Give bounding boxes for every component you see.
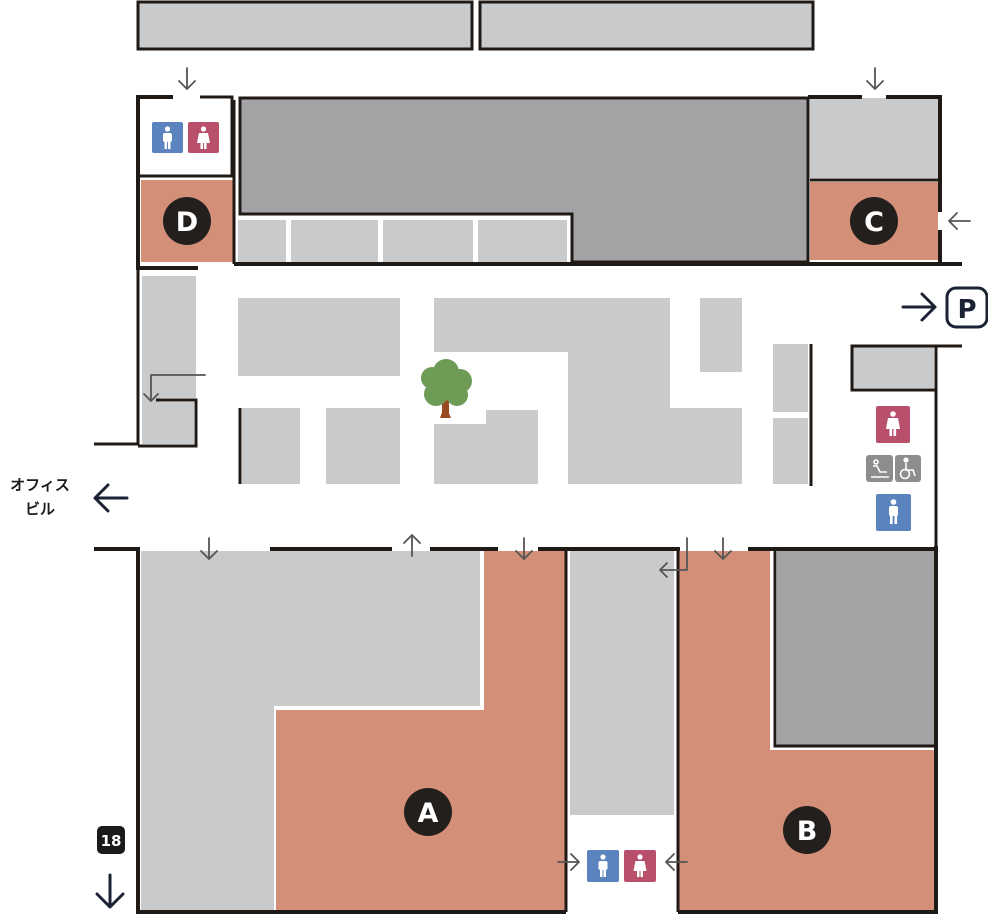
store-lower-left[interactable] — [141, 551, 480, 912]
parking-icon — [945, 286, 988, 329]
tree-icon — [421, 359, 472, 418]
store-top-right[interactable] — [478, 0, 815, 51]
arrow-right-icon — [901, 292, 937, 322]
wall-lower-dark — [773, 551, 935, 748]
island-6[interactable] — [434, 410, 538, 484]
store-c-upper[interactable] — [810, 98, 938, 178]
arrow-right-icon — [557, 853, 580, 871]
island-3[interactable] — [700, 298, 742, 372]
arrow-down-icon — [515, 537, 533, 560]
marker-c[interactable]: C — [850, 197, 898, 245]
parking-exit[interactable]: P — [945, 286, 988, 329]
island-2[interactable] — [434, 298, 742, 484]
marker-a-label: A — [418, 798, 439, 829]
arrow-turn-down-left-icon — [143, 374, 206, 402]
arrow-up-icon — [403, 534, 421, 557]
parking-label: P — [957, 295, 976, 325]
arrow-down-icon — [178, 67, 196, 90]
island-5[interactable] — [326, 408, 400, 484]
arrow-down-icon — [95, 873, 125, 909]
island-4[interactable] — [242, 408, 300, 484]
restroom-lower[interactable] — [587, 850, 656, 882]
arrow-down-icon — [200, 537, 218, 560]
arrow-left-icon — [665, 853, 688, 871]
restroom-upper-left[interactable] — [152, 122, 219, 153]
wall-upper-restroom — [140, 95, 234, 178]
arrow-down-icon — [866, 67, 884, 90]
restroom-right[interactable] — [866, 406, 921, 531]
island-7[interactable] — [773, 344, 808, 412]
marker-d-label: D — [176, 207, 198, 238]
store-left-small[interactable] — [142, 402, 194, 444]
wall-lower-right — [678, 546, 938, 914]
store-b[interactable] — [679, 551, 936, 912]
store-right-small[interactable] — [853, 346, 934, 388]
shop-upper-1[interactable] — [238, 220, 286, 263]
route-badge: 18 — [97, 826, 125, 854]
arrow-down-icon — [714, 537, 732, 560]
wall-lower-top — [94, 547, 936, 914]
wall-left-column — [94, 270, 198, 448]
wall-upper-right — [808, 95, 942, 262]
shop-upper-4[interactable] — [478, 220, 567, 263]
wall-upper-left — [136, 95, 198, 270]
route-number: 18 — [101, 832, 122, 850]
office-building-exit[interactable]: オフィス ビル — [10, 476, 70, 518]
marker-a[interactable]: A — [404, 788, 452, 836]
shop-upper-3[interactable] — [383, 220, 473, 263]
store-top-left[interactable] — [136, 0, 474, 51]
arrow-left-icon — [93, 483, 129, 513]
arrow-turn-down-left-icon — [659, 537, 688, 578]
island-1[interactable] — [238, 298, 400, 376]
store-lower-right-dark[interactable] — [777, 551, 934, 745]
wall-lower-inner — [564, 548, 680, 912]
island-8[interactable] — [773, 418, 808, 484]
marker-c-label: C — [864, 207, 884, 238]
shop-upper-2[interactable] — [291, 220, 378, 263]
baby-changing-icon — [866, 455, 893, 482]
entrance-arrows — [143, 67, 971, 871]
marker-b[interactable]: B — [783, 806, 831, 854]
store-a[interactable] — [276, 551, 565, 912]
arrow-left-icon — [948, 212, 971, 230]
office-label-line2: ビル — [25, 500, 55, 518]
office-label-line1: オフィス — [10, 476, 70, 494]
marker-d[interactable]: D — [163, 197, 211, 245]
wall-island — [238, 344, 813, 486]
store-lower-mid[interactable] — [570, 551, 674, 815]
exit-arrows — [93, 292, 937, 909]
marker-b-label: B — [797, 816, 818, 847]
store-left-column[interactable] — [142, 276, 196, 442]
wall-right-side — [850, 344, 962, 548]
